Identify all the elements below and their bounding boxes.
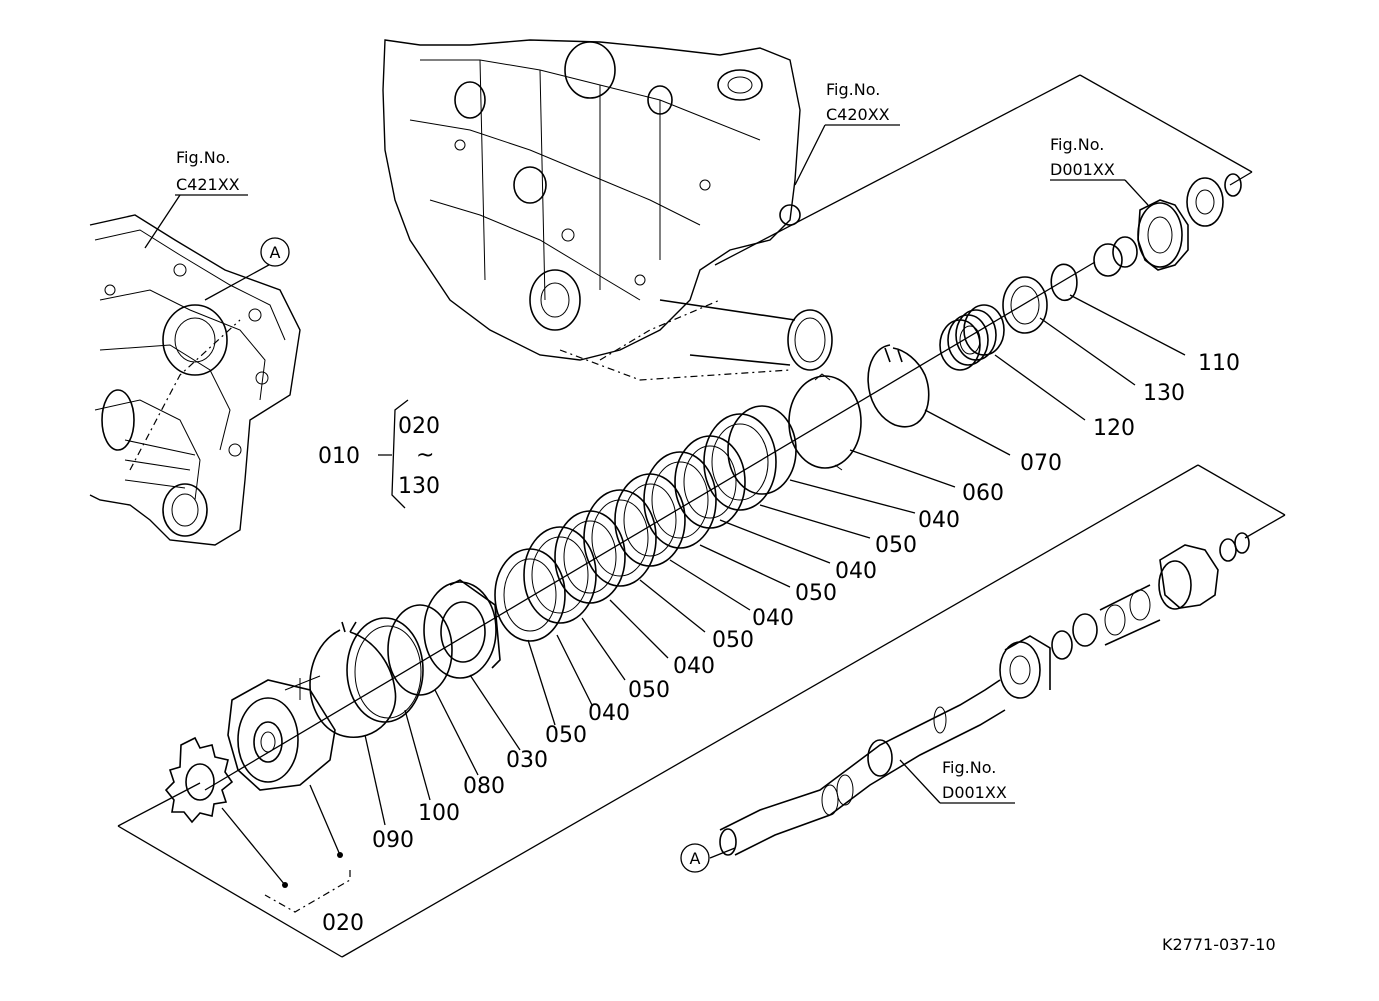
top-housing-drawing xyxy=(382,39,833,381)
snap-ring-090 xyxy=(309,621,397,738)
part-label-040: 040 xyxy=(918,508,960,533)
ring-080 xyxy=(387,604,453,696)
assembly-tilde: ~ xyxy=(416,443,434,468)
part-label-120: 120 xyxy=(1093,416,1135,441)
piston-030 xyxy=(423,579,501,679)
part-label-080: 080 xyxy=(463,774,505,799)
part-label-040: 040 xyxy=(752,606,794,631)
fig-ref-d001-bottom-code: D001XX xyxy=(942,783,1007,802)
fig-ref-c421-head: Fig.No. xyxy=(176,148,230,167)
part-label-050: 050 xyxy=(628,678,670,703)
assembly-code: 010 xyxy=(318,444,360,469)
part-label-070: 070 xyxy=(1020,451,1062,476)
left-housing-drawing xyxy=(89,214,301,546)
ref-marker-a-top: A xyxy=(260,237,290,267)
ref-marker-a-bottom: A xyxy=(680,843,710,873)
spring-120 xyxy=(939,304,1005,371)
assembly-from: 020 xyxy=(398,414,440,439)
part-label-090: 090 xyxy=(372,828,414,853)
leader-lines xyxy=(144,124,1186,913)
part-label-020: 020 xyxy=(322,911,364,936)
part-label-050: 050 xyxy=(712,628,754,653)
part-label-040: 040 xyxy=(835,559,877,584)
gear-assembly-top xyxy=(1093,173,1242,277)
snap-ring-110 xyxy=(1050,263,1078,301)
ref-marker-a-bottom-text: A xyxy=(690,849,701,868)
washer-130 xyxy=(1002,276,1048,334)
part-label-040: 040 xyxy=(673,654,715,679)
fig-ref-d001-top-head: Fig.No. xyxy=(1050,135,1104,154)
ref-marker-a-top-text: A xyxy=(270,243,281,262)
fig-ref-c421: Fig.No. C421XX xyxy=(176,148,240,194)
part-labels: 110 130 120 070 060 040 050 040 050 040 … xyxy=(322,351,1240,936)
assembly-to: 130 xyxy=(398,474,440,499)
fig-ref-c420: Fig.No. C420XX xyxy=(826,80,890,124)
fig-ref-c421-code: C421XX xyxy=(176,175,240,194)
lower-shaft xyxy=(719,532,1250,856)
plate-060 xyxy=(788,373,862,471)
snap-ring-070 xyxy=(867,344,930,428)
hub-020 xyxy=(164,675,336,824)
assembly-label: 010 020 ~ 130 xyxy=(318,414,440,499)
clutch-plates xyxy=(494,405,797,642)
part-label-040: 040 xyxy=(588,701,630,726)
part-label-050: 050 xyxy=(875,533,917,558)
fig-ref-c420-code: C420XX xyxy=(826,105,890,124)
fig-ref-d001-top: Fig.No. D001XX xyxy=(1050,135,1115,179)
fig-ref-d001-top-code: D001XX xyxy=(1050,160,1115,179)
part-label-050: 050 xyxy=(545,723,587,748)
drawing-code: K2771-037-10 xyxy=(1162,935,1276,954)
part-label-130: 130 xyxy=(1143,381,1185,406)
part-label-030: 030 xyxy=(506,748,548,773)
fig-ref-c420-head: Fig.No. xyxy=(826,80,880,99)
part-label-060: 060 xyxy=(962,481,1004,506)
fig-ref-d001-bottom-head: Fig.No. xyxy=(942,758,996,777)
parts-stack xyxy=(164,173,1242,824)
fig-ref-d001-bottom: Fig.No. D001XX xyxy=(942,758,1007,802)
part-label-050: 050 xyxy=(795,581,837,606)
ring-100 xyxy=(346,617,424,723)
part-label-110: 110 xyxy=(1198,351,1240,376)
part-label-100: 100 xyxy=(418,801,460,826)
